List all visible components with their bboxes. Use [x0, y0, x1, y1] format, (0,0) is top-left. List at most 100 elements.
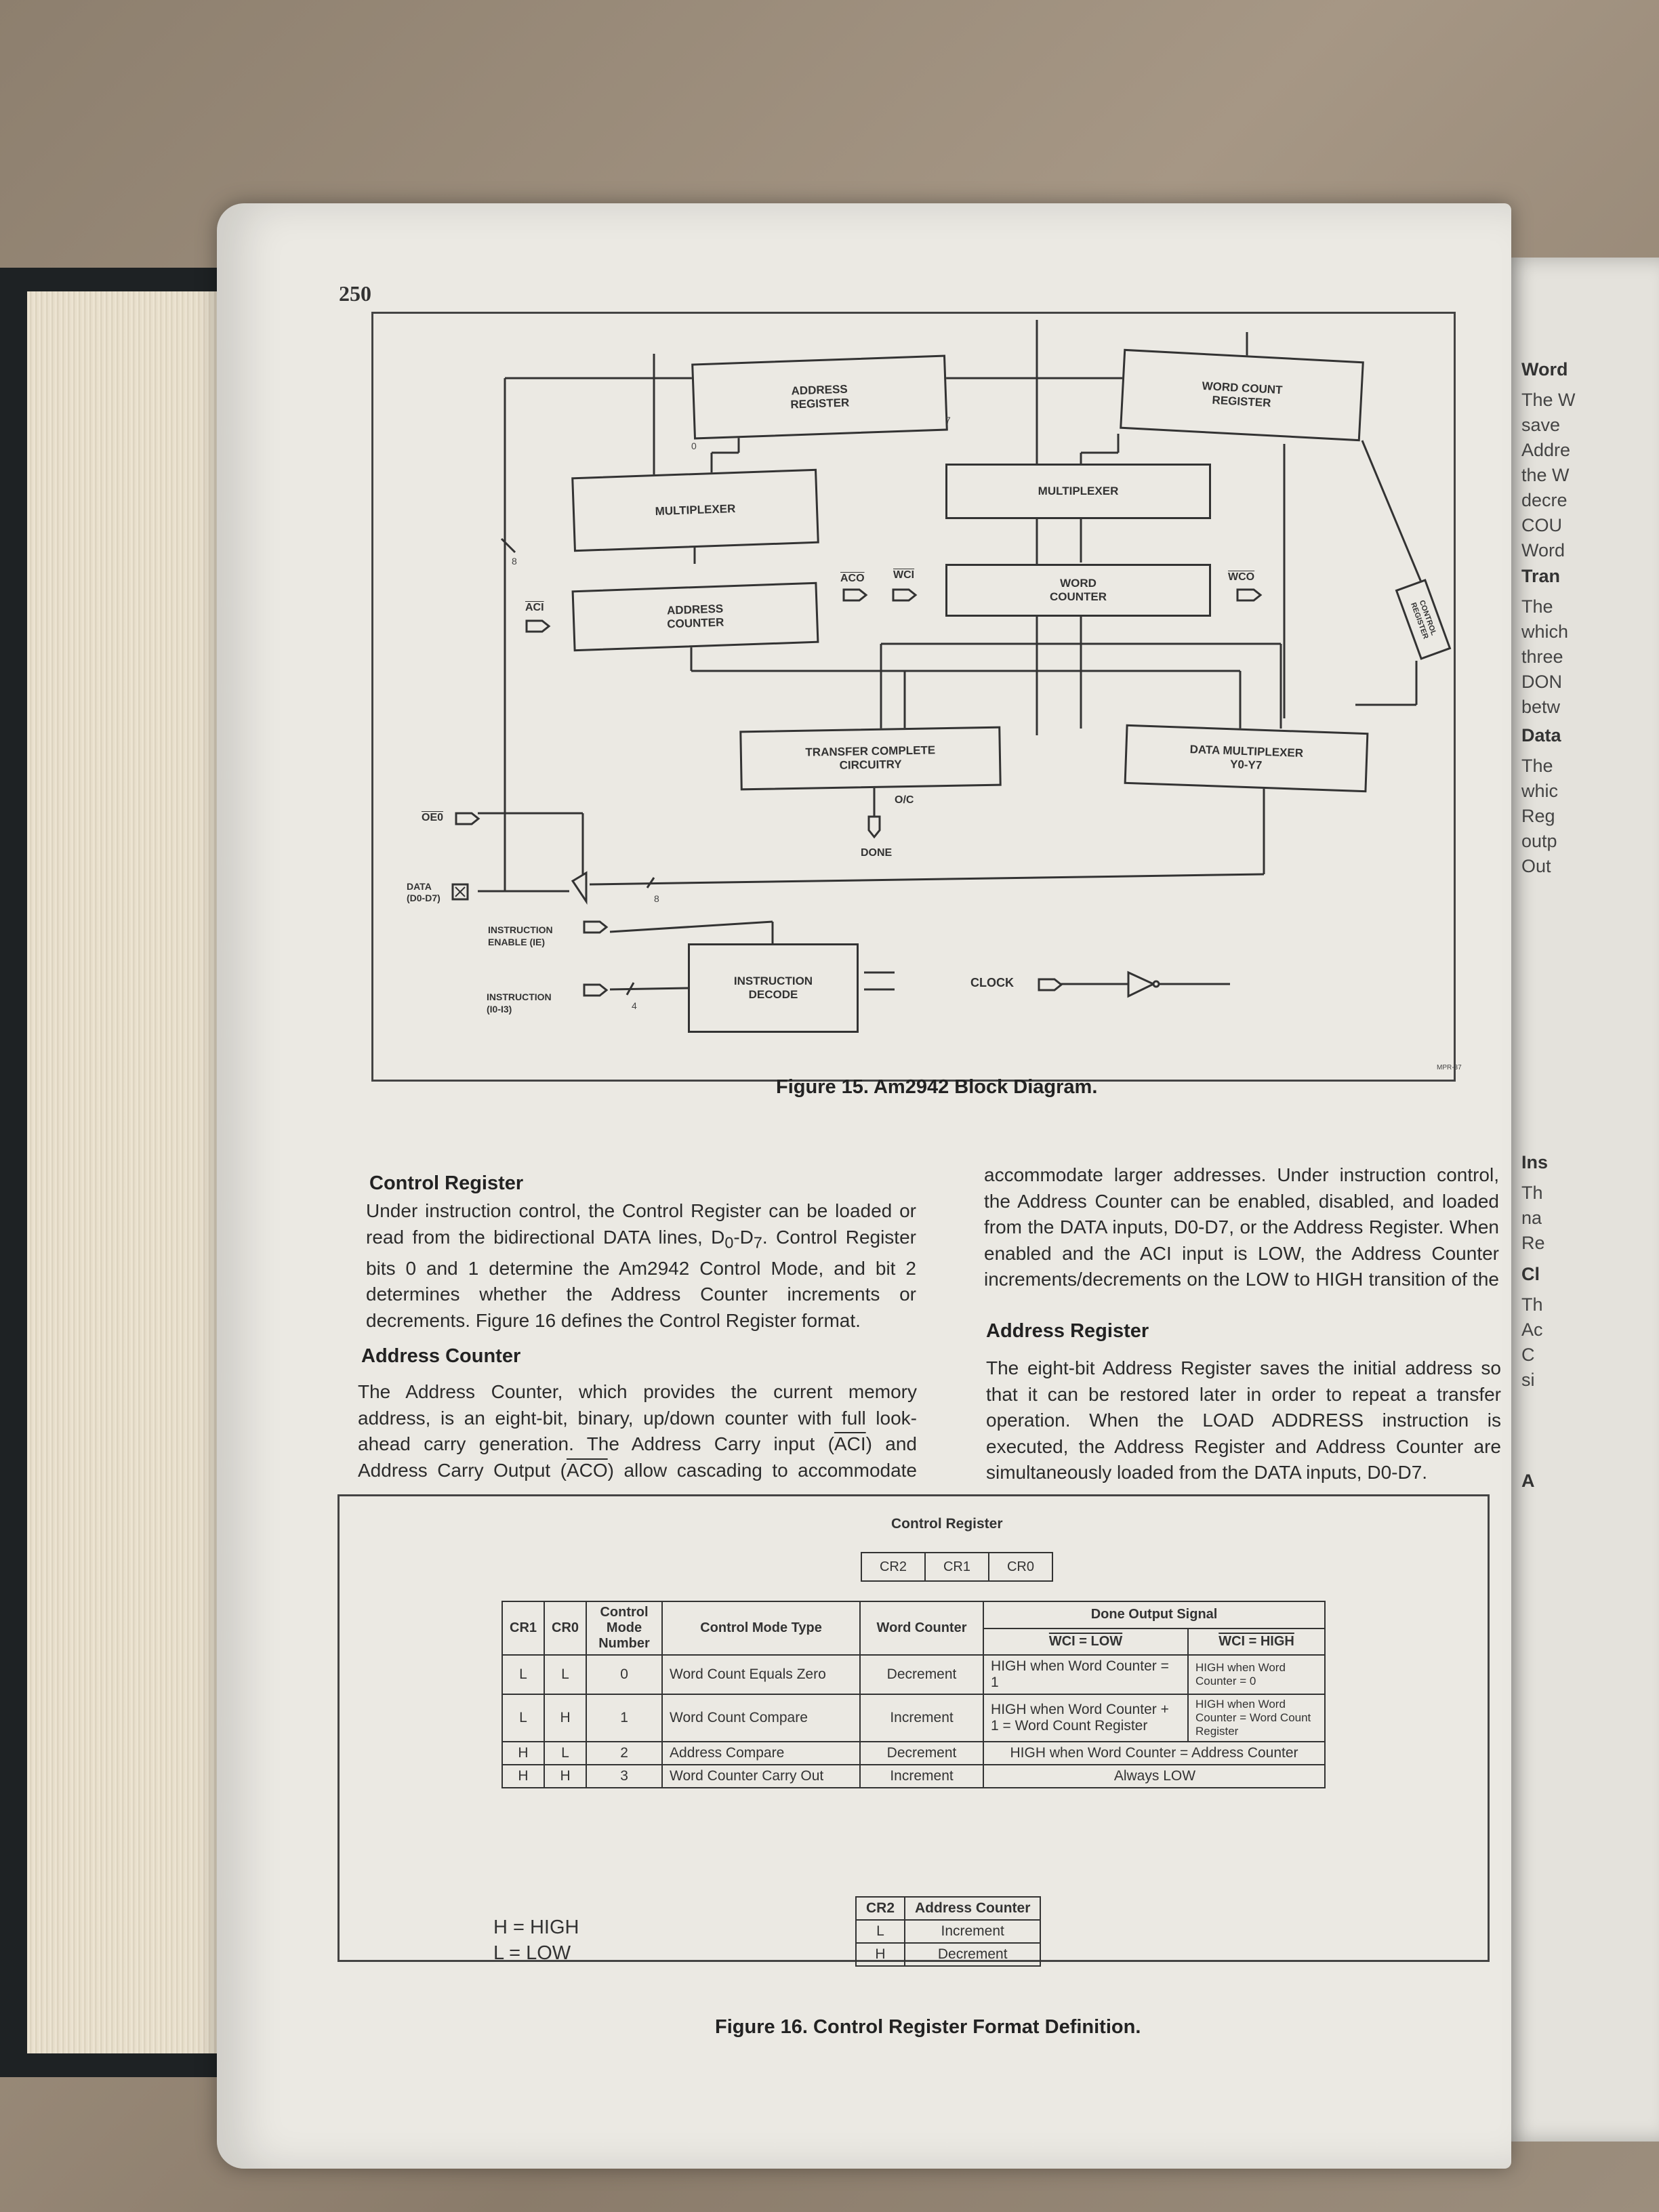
aco-term: ACO	[566, 1459, 608, 1481]
table-cell: H	[544, 1764, 588, 1788]
table-cell: Always LOW	[983, 1764, 1326, 1788]
control-register-bits: CR2 CR1 CR0	[861, 1552, 1053, 1582]
fragment: Re	[1521, 1233, 1545, 1253]
fragment: na	[1521, 1208, 1542, 1228]
bit-label: 0	[691, 441, 697, 451]
bus-width-label: 8	[512, 556, 517, 567]
fragment: si	[1521, 1370, 1535, 1390]
fragment: whic	[1521, 781, 1559, 801]
paragraph-text: -D	[733, 1226, 754, 1248]
legend-item: H = HIGH	[493, 1917, 579, 1938]
clock-label: CLOCK	[970, 976, 1014, 989]
fragment: Tran	[1521, 566, 1561, 586]
address-counter-continued: The Address Counter, which provides the …	[984, 1162, 1499, 1293]
left-multiplexer-block: MULTIPLEXER	[571, 468, 819, 552]
table-cell: 0	[586, 1654, 663, 1695]
table-header: CR0	[544, 1601, 588, 1656]
address-counter-heading: Address Counter	[361, 1345, 521, 1367]
fragment: which	[1521, 621, 1569, 642]
paragraph-text: Under instruction control, the Control R…	[366, 1200, 916, 1248]
table-header: CR2	[855, 1896, 906, 1921]
oc-label: O/C	[895, 794, 914, 806]
instruction-decode-block: INSTRUCTION DECODE	[688, 943, 859, 1033]
table-cell: Decrement	[904, 1942, 1042, 1967]
table-cell: L	[544, 1741, 588, 1765]
fragment: C	[1521, 1345, 1535, 1365]
right-multiplexer-block: MULTIPLEXER	[945, 464, 1211, 519]
fragment: Th	[1521, 1183, 1543, 1203]
table-row: L Increment	[855, 1919, 1042, 1944]
cr1-bit: CR1	[926, 1553, 989, 1580]
fragment: The W	[1521, 390, 1576, 410]
fragment: three	[1521, 647, 1563, 667]
table-cell: HIGH when Word Counter = 1	[983, 1654, 1189, 1695]
transfer-complete-block: TRANSFER COMPLETE CIRCUITRY	[739, 726, 1002, 791]
table-header: Control Mode Number	[586, 1601, 663, 1656]
table-cell: 1	[586, 1694, 663, 1742]
table-header: WCI = LOW	[983, 1627, 1189, 1656]
address-register-block: ADDRESS REGISTER	[691, 354, 948, 440]
table-cell: HIGH when Word Counter = Address Counter	[983, 1741, 1326, 1765]
address-counter-block: ADDRESS COUNTER	[571, 581, 819, 652]
table-cell: Increment	[859, 1764, 985, 1788]
paragraph-text: ) allow cascading to accommodate larger …	[984, 1164, 1499, 1290]
table-cell: 3	[586, 1764, 663, 1788]
address-register-heading: Address Register	[986, 1320, 1149, 1342]
figure-15-frame	[371, 312, 1456, 1082]
figure-15-caption: Figure 15. Am2942 Block Diagram.	[776, 1076, 1098, 1098]
fragment: Ins	[1521, 1152, 1549, 1172]
table-cell: Increment	[904, 1919, 1042, 1944]
fragment: Cl	[1521, 1264, 1540, 1284]
table-cell: Address Compare	[661, 1741, 861, 1765]
table-cell: L	[501, 1654, 546, 1695]
fragment: decre	[1521, 490, 1568, 510]
legend-item: L = LOW	[493, 1942, 571, 1964]
book-page	[217, 203, 1511, 2169]
instruction-enable-label: INSTRUCTION ENABLE (IE)	[488, 924, 553, 948]
page-number: 250	[339, 281, 371, 306]
table-cell: L	[544, 1654, 588, 1695]
table-header: Word Counter	[859, 1601, 985, 1656]
table-cell: HIGH when Word Counter = 0	[1187, 1654, 1326, 1695]
figure-code: MPR-37	[1437, 1064, 1462, 1071]
table-cell: Word Count Compare	[661, 1694, 861, 1742]
address-register-paragraph: The eight-bit Address Register saves the…	[986, 1357, 1501, 1483]
fragment: Addre	[1521, 440, 1571, 460]
table-cell: L	[501, 1694, 546, 1742]
cr2-bit: CR2	[862, 1553, 926, 1580]
fragment: Th	[1521, 1294, 1543, 1315]
figure-16-caption: Figure 16. Control Register Format Defin…	[715, 2016, 1141, 2038]
fragment: The	[1521, 596, 1553, 617]
table-cell: L	[855, 1919, 906, 1944]
table-cell: H	[855, 1942, 906, 1967]
word-counter-block: WORD COUNTER	[945, 564, 1211, 617]
fragment: Ac	[1521, 1319, 1543, 1340]
fragment: outp	[1521, 831, 1557, 851]
table-cell: Decrement	[859, 1654, 985, 1695]
table-header: Done Output Signal	[983, 1601, 1326, 1629]
table-header: Address Counter	[904, 1896, 1042, 1921]
bus-width-label: 4	[632, 1000, 637, 1011]
subscript: 0	[724, 1233, 734, 1252]
fragment: Reg	[1521, 806, 1555, 826]
table-row: H L 2 Address Compare Decrement HIGH whe…	[501, 1741, 1326, 1765]
table-row: H H 3 Word Counter Carry Out Increment A…	[501, 1764, 1326, 1788]
control-register-title: Control Register	[891, 1516, 1003, 1532]
paragraph-text: ) allow cascading to accommodate larger …	[607, 1459, 917, 1481]
fragment: DON	[1521, 672, 1562, 692]
table-cell: Word Count Equals Zero	[661, 1654, 861, 1695]
data-multiplexer-block: DATA MULTIPLEXER Y0-Y7	[1124, 724, 1369, 793]
fragment: betw	[1521, 697, 1561, 717]
word-count-register-block: WORD COUNT REGISTER	[1120, 348, 1364, 442]
paragraph-text: ) and Address Carry Output (	[358, 1433, 917, 1481]
table-header: Control Mode Type	[661, 1601, 861, 1656]
table-cell: Increment	[859, 1694, 985, 1742]
table-cell: HIGH when Word Counter = Word Count Regi…	[1187, 1694, 1326, 1742]
legend: H = HIGH L = LOW	[493, 1914, 579, 1966]
fragment: Data	[1521, 725, 1561, 745]
fragment: save	[1521, 415, 1561, 435]
wci-high-header: WCI = HIGH	[1218, 1633, 1294, 1649]
wci-label: WCI	[893, 569, 915, 581]
control-mode-table: CR1 CR0 Control Mode Number Control Mode…	[501, 1601, 1326, 1788]
instruction-label: INSTRUCTION (I0-I3)	[487, 991, 552, 1015]
